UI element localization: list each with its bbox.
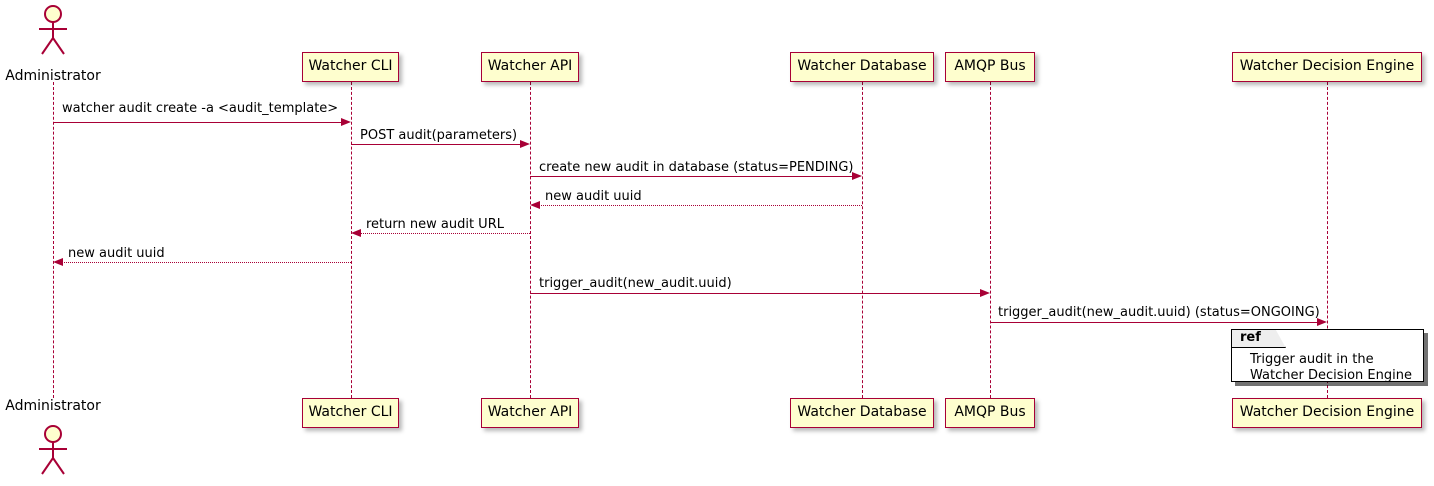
message-arrowhead-m5 xyxy=(351,229,361,237)
participant-watcher-cli-top[interactable]: Watcher CLI xyxy=(302,52,399,82)
message-arrowhead-m2 xyxy=(520,140,530,148)
message-label-m1: watcher audit create -a <audit_template> xyxy=(62,101,339,116)
lifeline-amqp-bus xyxy=(990,82,991,398)
message-line-m8 xyxy=(990,322,1319,323)
message-label-m4: new audit uuid xyxy=(545,189,642,204)
actor-label-administrator-top: Administrator xyxy=(5,68,101,84)
participant-watcher-cli-bottom[interactable]: Watcher CLI xyxy=(302,398,399,428)
message-label-m7: trigger_audit(new_audit.uuid) xyxy=(539,276,732,291)
actor-administrator-top xyxy=(32,4,74,60)
message-line-m4 xyxy=(538,205,862,206)
message-label-m6: new audit uuid xyxy=(68,246,165,261)
message-arrowhead-m8 xyxy=(1317,318,1327,326)
lifeline-watcher-database xyxy=(862,82,863,398)
actor-administrator-bottom xyxy=(32,424,74,480)
message-line-m5 xyxy=(359,233,530,234)
message-label-m2: POST audit(parameters) xyxy=(360,128,518,143)
participant-watcher-database-top[interactable]: Watcher Database xyxy=(790,52,934,82)
message-line-m1 xyxy=(53,122,343,123)
lifeline-watcher-decision-engine xyxy=(1327,82,1328,398)
actor-label-administrator-bottom: Administrator xyxy=(5,398,101,414)
participant-watcher-decision-engine-bottom[interactable]: Watcher Decision Engine xyxy=(1232,398,1422,428)
participant-amqp-bus-top[interactable]: AMQP Bus xyxy=(945,52,1035,82)
participant-watcher-api-bottom[interactable]: Watcher API xyxy=(481,398,579,428)
lifeline-watcher-api xyxy=(530,82,531,398)
message-line-m3 xyxy=(530,176,854,177)
message-arrowhead-m6 xyxy=(53,258,63,266)
message-label-m8: trigger_audit(new_audit.uuid) (status=ON… xyxy=(998,305,1320,320)
message-arrowhead-m3 xyxy=(852,172,862,180)
message-line-m2 xyxy=(351,144,522,145)
message-line-m7 xyxy=(530,293,982,294)
message-arrowhead-m1 xyxy=(341,118,351,126)
participant-watcher-api-top[interactable]: Watcher API xyxy=(481,52,579,82)
lifeline-administrator xyxy=(53,82,54,398)
lifeline-watcher-cli xyxy=(351,82,352,398)
participant-amqp-bus-bottom[interactable]: AMQP Bus xyxy=(945,398,1035,428)
participant-watcher-database-bottom[interactable]: Watcher Database xyxy=(790,398,934,428)
message-label-m3: create new audit in database (status=PEN… xyxy=(539,160,854,175)
ref-fragment-tab-label: ref xyxy=(1232,330,1286,348)
message-arrowhead-m4 xyxy=(530,201,540,209)
message-line-m6 xyxy=(61,262,351,263)
ref-fragment-line-1: Trigger audit in the xyxy=(1250,352,1374,367)
message-arrowhead-m7 xyxy=(980,289,990,297)
message-label-m5: return new audit URL xyxy=(366,217,504,232)
ref-fragment-line-2: Watcher Decision Engine xyxy=(1250,368,1412,383)
participant-watcher-decision-engine-top[interactable]: Watcher Decision Engine xyxy=(1232,52,1422,82)
